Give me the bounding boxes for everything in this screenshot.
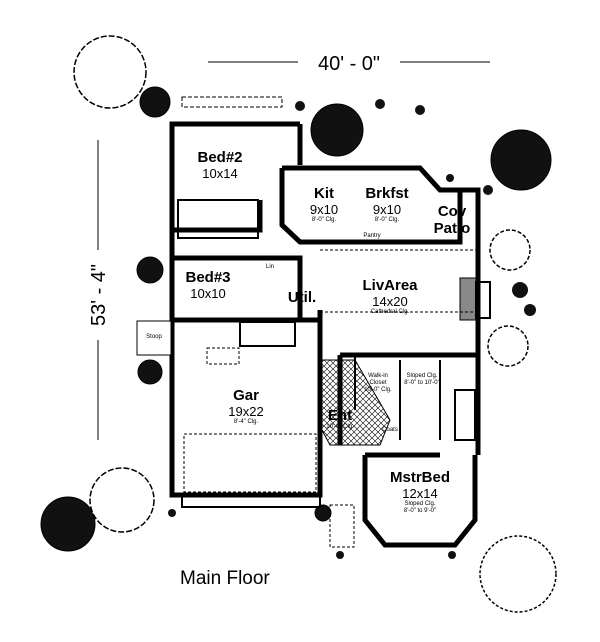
closet-label-2: Closet [369, 380, 386, 386]
landscaping [40, 35, 557, 613]
bath-ceiling-1: Sloped Clg. [406, 373, 437, 379]
brkfst-ceiling: 8'-0" Clg. [375, 217, 400, 223]
livarea-size: 14x20 [372, 294, 407, 309]
mstrbed-ceiling-1: Sloped Clg. [404, 501, 435, 507]
pantry-label: Pantry [363, 233, 380, 239]
brkfst-size: 9x10 [373, 202, 401, 217]
kit-size: 9x10 [310, 202, 338, 217]
livarea-ceiling: Cathedral Clg. [371, 309, 410, 315]
stoop [136, 320, 172, 356]
floor-caption: Main Floor [180, 568, 270, 589]
patio-label-1: Cov [438, 203, 467, 220]
gar-ceiling: 8'-4" Clg. [234, 419, 259, 425]
livarea-label: LivArea [362, 277, 418, 294]
ent-ceiling: 10'-0" Clg. [326, 424, 354, 430]
bed2-size: 10x14 [202, 166, 237, 181]
mstrbed-label: MstrBed [390, 469, 450, 486]
width-label: 40' - 0" [318, 53, 380, 75]
closet-ceiling: 10'-0" Clg. [364, 387, 392, 393]
gar-label: Gar [233, 387, 259, 404]
gar-size: 19x22 [228, 404, 263, 419]
util-label: Util. [288, 289, 316, 306]
walls [169, 121, 491, 548]
kit-label: Kit [314, 185, 334, 202]
closet-label-1: Walk-in [368, 373, 388, 379]
stoop-label: Stoop [146, 334, 162, 340]
bath-ceiling-2: 8'-0" to 10'-0" [404, 380, 440, 386]
bed3-label: Bed#3 [185, 269, 230, 286]
linen-label: Lin [266, 264, 274, 270]
coats-label: Coats [382, 427, 398, 433]
brkfst-label: Brkfst [365, 185, 408, 202]
bed3-size: 10x10 [190, 286, 225, 301]
patio-label-2: Patio [434, 220, 471, 237]
depth-dimension: 53' - 4" [88, 140, 110, 440]
bed2-label: Bed#2 [197, 149, 242, 166]
depth-label: 53' - 4" [88, 264, 110, 326]
mstrbed-size: 12x14 [402, 486, 437, 501]
mstrbed-ceiling-2: 8'-0" to 9'-0" [404, 508, 436, 514]
kit-ceiling: 8'-0" Clg. [312, 217, 337, 223]
ent-label: Ent [328, 407, 352, 424]
width-dimension: 40' - 0" [208, 53, 490, 75]
